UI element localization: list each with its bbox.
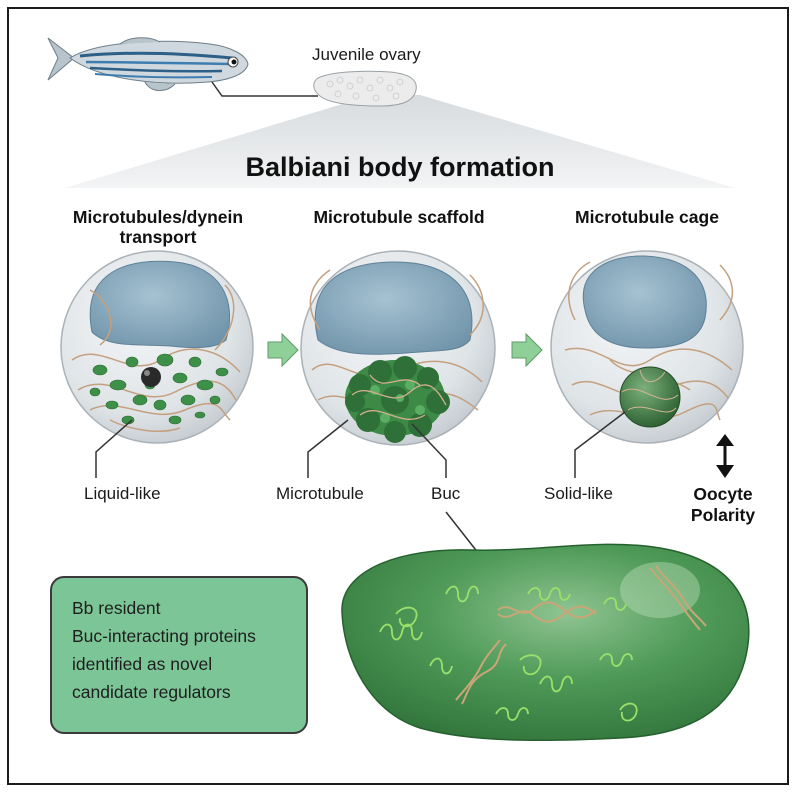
ovary-label: Juvenile ovary [312,45,421,64]
polarity-double-arrow-icon [716,434,734,478]
solid-leader [574,411,626,478]
stage-1-heading: Microtubules/dynein transport [48,207,268,247]
ovary-expansion-fan [65,95,735,188]
stage-2-heading: Microtubule scaffold [313,207,485,227]
polarity-line1: Oocyte [693,484,753,504]
stage-3-heading: Microtubule cage [575,207,719,227]
oocyte-stage-3 [550,250,744,444]
solid-like-label: Solid-like [544,484,613,503]
microtubule-leader [307,419,349,478]
oocyte-stage-2 [300,250,496,446]
juvenile-ovary [313,70,417,107]
info-line-3: identified as novel [72,654,213,674]
info-line-1: Bb resident [72,598,161,618]
stage-arrow-2 [511,332,543,368]
stage-1-heading-line2: transport [119,227,197,247]
buc-label: Buc [431,484,461,503]
page-title: Balbiani body formation [245,152,555,182]
liquid-like-label: Liquid-like [84,484,161,503]
polarity-line2: Polarity [690,505,756,525]
info-line-2: Buc-interacting proteins [72,626,256,646]
fish-ovary-leader [211,81,318,97]
info-box: Bb resident Buc-interacting proteins ide… [50,576,308,734]
oocyte-stage-1 [60,250,254,444]
info-line-4: candidate regulators [72,682,231,702]
ovary-texture [326,76,404,102]
microtubule-label: Microtubule [276,484,364,503]
buc-leader [411,423,447,478]
zebrafish-icon [47,37,249,91]
liquid-leader [95,419,133,478]
stage-1-heading-line1: Microtubules/dynein [72,207,244,227]
oocyte-polarity-label: Oocyte Polarity [668,484,778,526]
stage-arrow-1 [267,332,299,368]
balbiani-body-zoom [341,543,750,742]
